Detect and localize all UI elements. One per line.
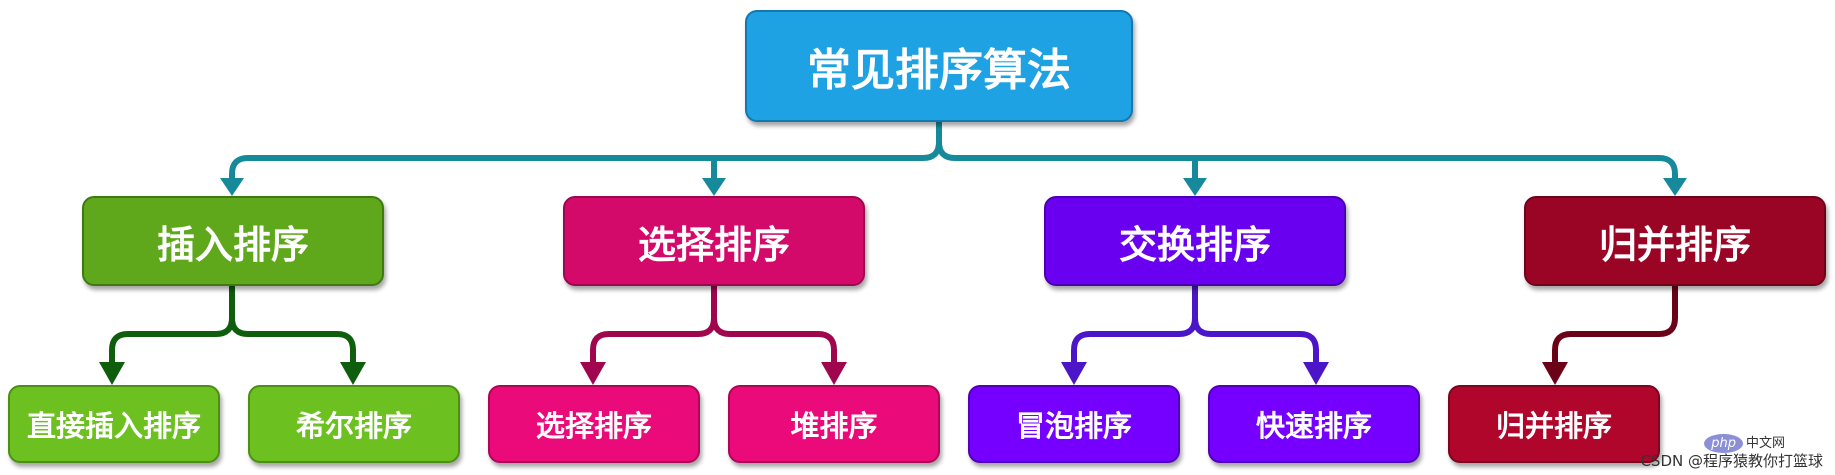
- root-label: 常见排序算法: [807, 45, 1071, 96]
- leaf-label: 归并排序: [1495, 409, 1612, 443]
- root-node: 常见排序算法: [745, 10, 1133, 122]
- leaf-bubble-sort: 冒泡排序: [968, 385, 1180, 463]
- root-arrowheads: [220, 178, 1687, 196]
- leaf-selection-sort: 选择排序: [488, 385, 700, 463]
- leaf-label: 冒泡排序: [1015, 409, 1132, 443]
- category-merge-sort: 归并排序: [1524, 196, 1826, 286]
- category-label: 选择排序: [637, 222, 790, 267]
- category-label: 归并排序: [1598, 222, 1751, 267]
- root-connector: [229, 122, 1678, 182]
- insertion-arrowheads: [99, 362, 366, 385]
- watermark: CSDN @程序猿教你打篮球: [1640, 452, 1823, 470]
- php-logo: php: [1704, 434, 1743, 453]
- insertion-connector: [109, 286, 356, 368]
- merge-connector: [1552, 286, 1678, 368]
- exchange-arrowheads: [1061, 362, 1329, 385]
- leaf-label: 堆排序: [790, 409, 878, 443]
- category-label: 插入排序: [156, 222, 309, 267]
- category-exchange-sort: 交换排序: [1044, 196, 1346, 286]
- leaf-merge-sort: 归并排序: [1448, 385, 1660, 463]
- exchange-connector: [1071, 286, 1319, 368]
- leaf-label: 希尔排序: [295, 409, 412, 443]
- category-insertion-sort: 插入排序: [82, 196, 384, 286]
- category-label: 交换排序: [1118, 222, 1271, 267]
- leaf-straight-insertion-sort: 直接插入排序: [8, 385, 220, 463]
- site-label: 中文网: [1745, 436, 1785, 451]
- leaf-label: 选择排序: [535, 409, 652, 443]
- selection-arrowheads: [580, 362, 847, 385]
- leaf-label: 快速排序: [1255, 409, 1372, 443]
- selection-connector: [590, 286, 837, 368]
- merge-arrowheads: [1542, 362, 1568, 385]
- leaf-quick-sort: 快速排序: [1208, 385, 1420, 463]
- leaf-heap-sort: 堆排序: [728, 385, 940, 463]
- leaf-shell-sort: 希尔排序: [248, 385, 460, 463]
- category-selection-sort: 选择排序: [563, 196, 865, 286]
- leaf-label: 直接插入排序: [26, 409, 201, 443]
